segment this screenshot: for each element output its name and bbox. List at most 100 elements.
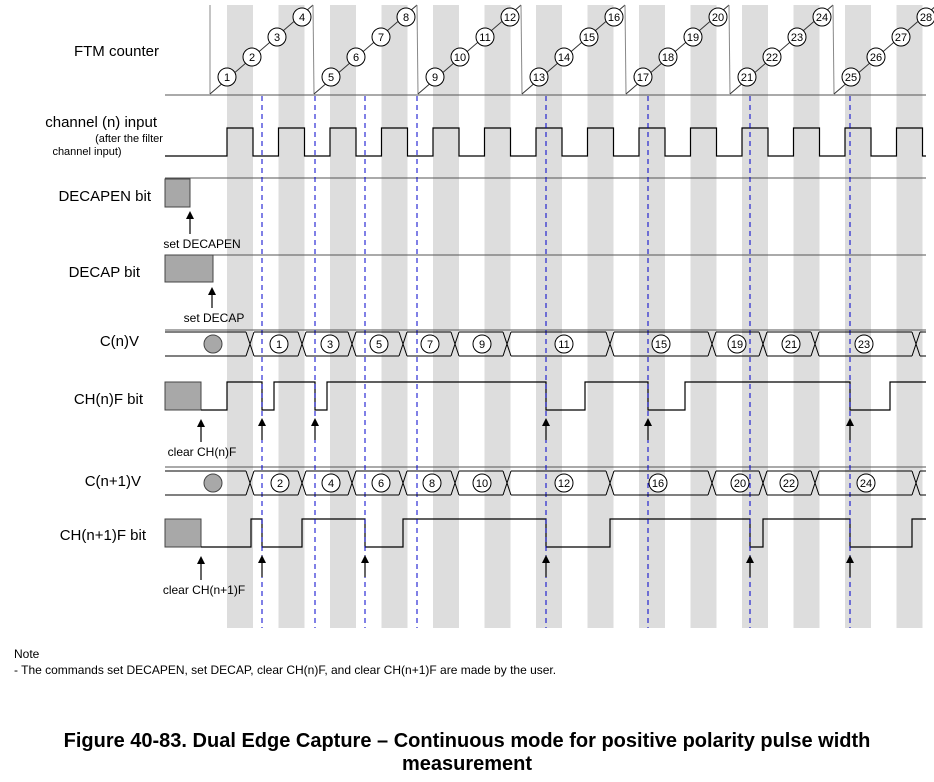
cnv-bus-transition [911,331,921,357]
cnv-value-label: 21 [785,339,797,351]
counter-value-circle [891,27,911,47]
counter-reset-line [416,4,419,95]
note-title: Note [14,647,40,661]
cn1v-value-label: 12 [558,478,570,490]
counter-value-label: 5 [328,72,334,84]
counter-value-circle [396,7,416,27]
counter-value-label: 22 [766,52,778,64]
cn1v-value-circle [856,473,876,493]
cn1v-value-circle [270,473,290,493]
cnv-initial-dot [203,334,223,354]
cmd-clear-chn1f: clear CH(n+1)F [163,583,245,597]
label-chn1f-bit: CH(n+1)F bit [60,527,147,544]
clear-chnf-arrow-head [197,419,205,427]
counter-value-label: 20 [712,12,724,24]
pulse-high-column [793,5,820,628]
cn1v-bus-transition [810,470,820,496]
cnv-value-circle [472,334,492,354]
counter-value-label: 8 [403,12,409,24]
cn1v-value-label: 16 [652,478,664,490]
chnf-capture-arrow-head [542,418,550,426]
counter-value-label: 3 [274,32,280,44]
pulse-high-column [639,5,665,628]
counter-value-label: 15 [583,32,595,44]
counter-value-label: 26 [870,52,882,64]
counter-value-label: 24 [816,12,828,24]
pulse-high-column [330,5,356,628]
counter-value-label: 4 [299,12,305,24]
counter-value-circle [812,7,832,27]
counter-value-label: 12 [504,12,516,24]
note-text: - The commands set DECAPEN, set DECAP, c… [14,663,557,677]
chnf-capture-arrow-head [258,418,266,426]
cnv-value-circle [651,334,671,354]
counter-value-circle [500,7,520,27]
cnv-value-circle [420,334,440,354]
cn1v-bus-transition [502,470,512,496]
counter-value-label: 6 [353,52,359,64]
counter-value-label: 28 [920,12,932,24]
cn1v-value-circle [472,473,492,493]
cn1v-value-circle [648,473,668,493]
chn1f-capture-arrow-head [542,555,550,563]
cnv-value-circle [369,334,389,354]
cnv-value-label: 23 [858,339,870,351]
counter-value-circle [554,47,574,67]
set-decapen-arrow-head [186,211,194,219]
cn1v-value-label: 4 [328,478,334,490]
chnf-capture-arrow-head [644,418,652,426]
counter-value-label: 1 [224,72,230,84]
counter-value-circle [371,27,391,47]
cn1v-value-circle [779,473,799,493]
cn1v-bus-transition [347,470,357,496]
label-cn1v: C(n+1)V [85,473,141,490]
label-decapen-bit: DECAPEN bit [58,188,151,205]
cn1v-bus-transition [911,470,921,496]
counter-value-circle [787,27,807,47]
counter-value-circle [267,27,287,47]
cn1v-bus-transition [297,470,307,496]
cnv-bus-transition [605,331,615,357]
counter-reset-line [624,4,627,95]
cnv-value-circle [269,334,289,354]
cnv-value-circle [554,334,574,354]
decapen-set-block [164,178,191,208]
cnv-bus-transition [502,331,512,357]
pulse-high-column [896,5,923,628]
counter-value-circle [475,27,495,47]
cnv-value-label: 1 [276,339,282,351]
counter-value-circle [450,47,470,67]
cn1v-value-circle [371,473,391,493]
counter-value-label: 14 [558,52,570,64]
cn1v-value-label: 8 [429,478,435,490]
cnv-bus-transition [707,331,717,357]
counter-value-label: 7 [378,32,384,44]
chn1f-capture-arrow-head [746,555,754,563]
cnv-value-label: 7 [427,339,433,351]
cn1v-initial-dot [203,473,223,493]
counter-reset-line [520,4,523,95]
counter-value-circle [604,7,624,27]
set-decap-arrow-head [208,287,216,295]
counter-reset-line [312,4,315,95]
figure-caption-continued: measurement [401,753,533,775]
cnv-value-label: 3 [327,339,333,351]
cnv-bus-transition [297,331,307,357]
pulse-high-column [227,5,253,628]
pulse-high-column [587,5,614,628]
chn1f-capture-arrow-head [361,555,369,563]
cn1v-value-label: 22 [783,478,795,490]
pulse-high-column [690,5,717,628]
cn1v-bus-transition [398,470,408,496]
cn1v-value-label: 10 [476,478,488,490]
counter-value-circle [292,7,312,27]
counter-value-label: 9 [432,72,438,84]
cmd-set-decapen: set DECAPEN [163,237,240,251]
cnv-bus-transition [347,331,357,357]
chnf-initial-block [164,381,202,411]
counter-value-circle [529,67,549,87]
cnv-bus-transition [245,331,255,357]
counter-value-circle [762,47,782,67]
label-channel-input-sub1: (after the filter [95,133,163,145]
cn1v-value-circle [554,473,574,493]
